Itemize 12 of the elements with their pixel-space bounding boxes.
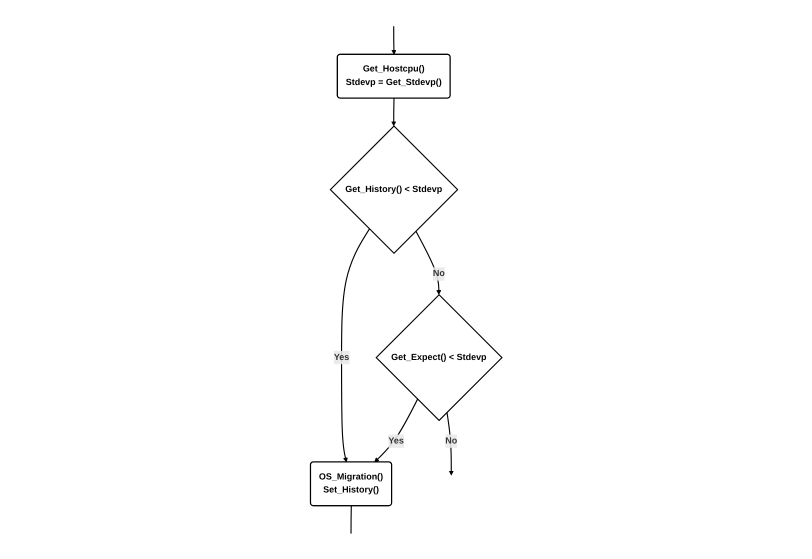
- edge-label: No: [432, 268, 445, 278]
- edge-label: Yes: [334, 352, 350, 362]
- arrow: [446, 412, 454, 476]
- arrow: [374, 398, 418, 462]
- node-diamond: Get_History() < Stdevp: [329, 124, 458, 254]
- arrow: [340, 228, 370, 462]
- arrow: [391, 26, 396, 54]
- edge-label: Yes: [388, 436, 404, 446]
- edge-label: No: [445, 436, 458, 446]
- arrow: [391, 98, 396, 126]
- connector: [350, 505, 352, 534]
- node-diamond: Get_Expect() < Stdevp: [375, 293, 503, 421]
